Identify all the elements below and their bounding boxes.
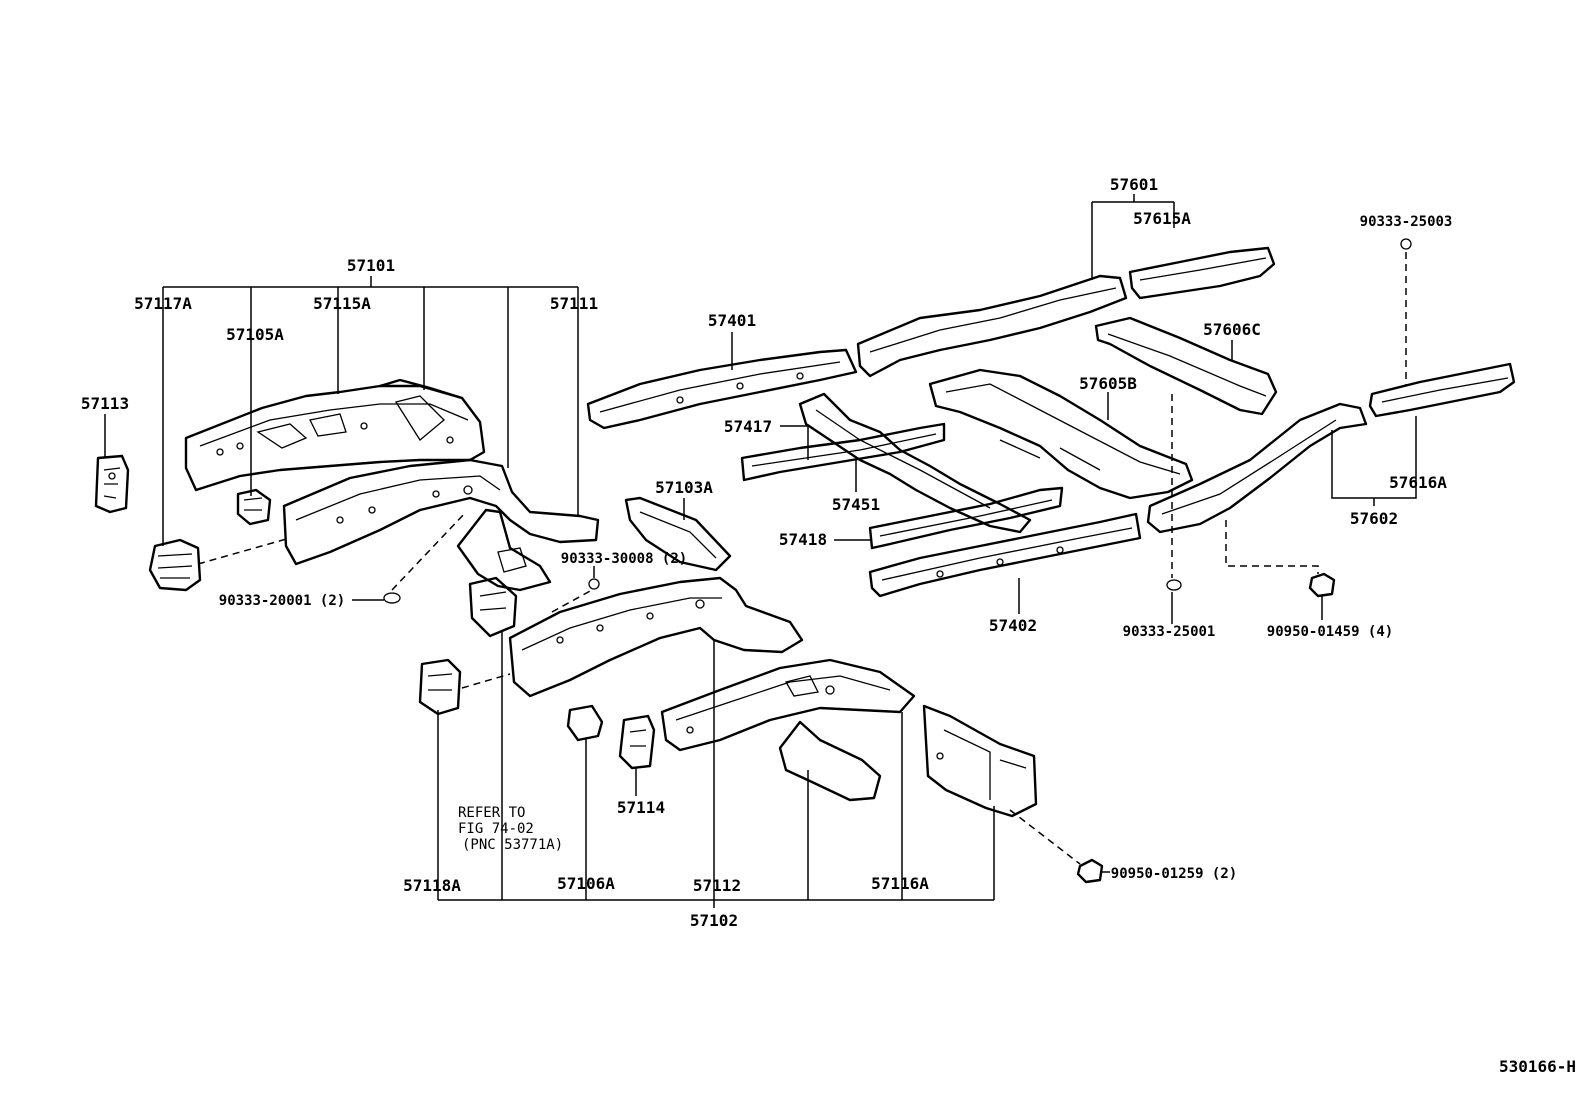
label-57417: 57417 (724, 417, 772, 436)
label-90950-01459: 90950-01459 (4) (1267, 624, 1393, 640)
part-57418-crossmember (868, 486, 1064, 550)
fastener-90950-01259 (1076, 858, 1104, 884)
part-57417-crossmember (740, 422, 946, 482)
label-57616A: 57616A (1389, 473, 1447, 492)
label-57401: 57401 (708, 311, 756, 330)
label-57111: 57111 (550, 294, 598, 313)
label-57114: 57114 (617, 798, 665, 817)
label-57116A: 57116A (871, 874, 929, 893)
label-57106A: 57106A (557, 874, 615, 893)
label-57451: 57451 (832, 495, 880, 514)
part-57118A-bracket (418, 658, 462, 716)
fastener-90333-20001 (383, 592, 401, 604)
dashed-lines (197, 252, 1407, 865)
part-57606C-rear-crossmember (1094, 316, 1278, 416)
note-line-1: REFER TO (458, 805, 525, 821)
part-57106A-bracket (566, 704, 604, 742)
label-57103A: 57103A (655, 478, 713, 497)
part-57615A-rear-member-ext (1128, 246, 1276, 300)
part-57116A-apron-lower (660, 658, 916, 752)
fastener-90333-30008 (588, 578, 600, 590)
fastener-90333-25001 (1166, 579, 1182, 591)
label-57602: 57602 (1350, 509, 1398, 528)
note-line-3: (PNC 53771A) (462, 837, 563, 853)
label-57101: 57101 (347, 256, 395, 275)
reference-note: REFER TO FIG 74-02 (PNC 53771A) (458, 805, 563, 853)
label-57113: 57113 (81, 394, 129, 413)
note-line-2: FIG 74-02 (458, 821, 534, 837)
part-57111-front-side-member (282, 458, 600, 566)
part-57117A-bracket (148, 538, 202, 592)
label-57117A: 57117A (134, 294, 192, 313)
part-57605B-center-crossmember (928, 368, 1194, 500)
label-57605B: 57605B (1079, 374, 1137, 393)
part-90333-30008-bracket (468, 576, 518, 638)
label-90333-30008: 90333-30008 (2) (561, 551, 687, 567)
label-57615A: 57615A (1133, 209, 1191, 228)
fastener-90333-25003 (1400, 238, 1412, 250)
part-57402-floor-member-lower (868, 512, 1142, 598)
label-57606C: 57606C (1203, 320, 1261, 339)
part-57112-front-side-member-rh (508, 576, 804, 698)
label-57115A: 57115A (313, 294, 371, 313)
label-57105A: 57105A (226, 325, 284, 344)
part-57602-rear-member-lower (1146, 402, 1368, 534)
leader-lines (104, 194, 1417, 908)
part-57601-rear-member-upper (856, 274, 1128, 378)
part-57115A-apron-upper (184, 378, 486, 492)
part-57401-floor-member-upper (586, 348, 858, 430)
part-57114-bracket (618, 714, 656, 770)
label-57601: 57601 (1110, 175, 1158, 194)
figure-code: 530166-H (1499, 1057, 1576, 1076)
fastener-90950-01459 (1308, 572, 1336, 598)
part-57113-bracket (94, 454, 130, 514)
part-bracket-lower-right (922, 704, 1038, 818)
part-57616A-rear-member-ext (1368, 362, 1516, 418)
label-57102: 57102 (690, 911, 738, 930)
part-bracket-lower-center (778, 720, 882, 802)
part-57451-center-member (798, 392, 1032, 534)
label-90333-25003: 90333-25003 (1360, 214, 1453, 230)
label-90333-25001: 90333-25001 (1123, 624, 1216, 640)
part-bracket-center (456, 508, 552, 592)
label-90333-20001: 90333-20001 (2) (219, 593, 345, 609)
part-57105A-bracket (236, 488, 272, 526)
label-57112: 57112 (693, 876, 741, 895)
label-57402: 57402 (989, 616, 1037, 635)
label-57418: 57418 (779, 530, 827, 549)
label-57118A: 57118A (403, 876, 461, 895)
part-57103A-gusset (624, 496, 732, 572)
label-90950-01259: 90950-01259 (2) (1111, 866, 1237, 882)
